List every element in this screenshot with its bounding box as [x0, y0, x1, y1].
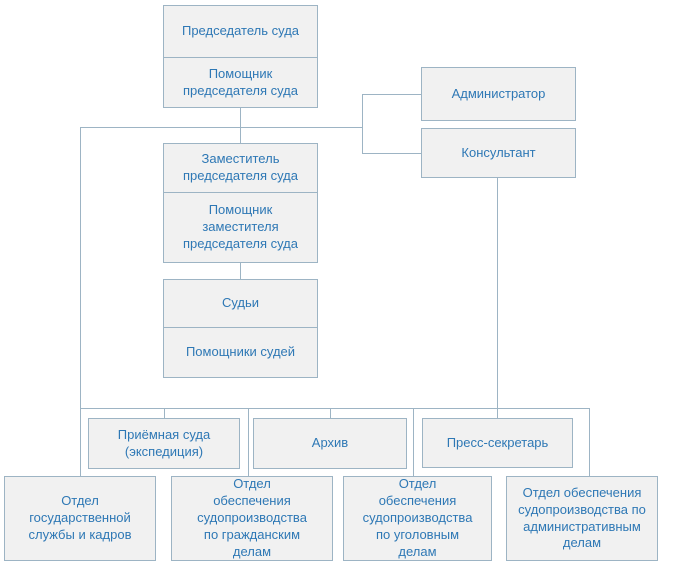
org-box-judges-assistants-label: Помощники судей [185, 344, 296, 360]
org-box-dept-admin-cases-label: Отдел обеспечения судопроизводства по ад… [518, 484, 646, 551]
org-box-dept-civil-service-hr-label: Отдел государственной службы и кадров [28, 493, 132, 542]
org-box-judges: Судьи [163, 279, 318, 328]
org-box-archive: Архив [253, 418, 407, 469]
connector-to-consultant [362, 153, 421, 154]
org-box-reception-label: Приёмная суда (экспедиция) [117, 426, 211, 459]
org-box-deputy-chairman-assistant-label: Помощник заместителя председателя суда [182, 202, 298, 251]
connector-archive-stub [330, 408, 331, 418]
org-box-dept-civil-cases: Отдел обеспечения судопроизводства по гр… [171, 476, 333, 561]
org-box-archive-label: Архив [311, 435, 349, 451]
org-box-dept-civil-service-hr: Отдел государственной службы и кадров [4, 476, 156, 561]
connector-consultant-to-press [497, 178, 498, 418]
connector-deputy-stub [240, 127, 241, 143]
connector-drop-admin-cases [589, 408, 590, 476]
connector-drop-criminal-cases [413, 408, 414, 476]
org-box-deputy-chairman-assistant: Помощник заместителя председателя суда [163, 192, 318, 263]
connector-judges-stub [240, 263, 241, 279]
connector-upper-bus [80, 127, 363, 128]
connector-left-spine [80, 127, 81, 476]
connector-chairman-assistant-down [240, 108, 241, 127]
org-box-chairman-assistant: Помощник председателя суда [163, 57, 318, 108]
connector-to-administrator [362, 94, 421, 95]
org-box-judges-assistants: Помощники судей [163, 327, 318, 378]
org-box-deputy-chairman-label: Заместитель председателя суда [182, 151, 298, 183]
org-box-reception: Приёмная суда (экспедиция) [88, 418, 240, 469]
org-box-chairman-label: Председатель суда [181, 23, 300, 39]
org-box-administrator-label: Администратор [451, 85, 546, 101]
connector-staff-fork [362, 94, 363, 154]
org-box-press-secretary: Пресс-секретарь [422, 418, 573, 468]
org-box-dept-criminal-cases: Отдел обеспечения судопроизводства по уг… [343, 476, 492, 561]
org-box-consultant-label: Консультант [461, 144, 536, 160]
org-box-chairman-assistant-label: Помощник председателя суда [182, 65, 298, 98]
org-box-deputy-chairman: Заместитель председателя суда [163, 143, 318, 193]
connector-lower-bus [80, 408, 590, 409]
org-box-dept-criminal-cases-label: Отдел обеспечения судопроизводства по уг… [362, 476, 473, 559]
org-box-judges-label: Судьи [221, 295, 260, 311]
org-box-consultant: Консультант [421, 128, 576, 178]
org-box-dept-civil-cases-label: Отдел обеспечения судопроизводства по гр… [197, 476, 307, 559]
org-box-press-secretary-label: Пресс-секретарь [446, 434, 549, 450]
org-box-dept-admin-cases: Отдел обеспечения судопроизводства по ад… [506, 476, 658, 561]
connector-reception-stub [164, 408, 165, 418]
org-box-administrator: Администратор [421, 67, 576, 121]
connector-drop-civil-cases [248, 408, 249, 476]
org-box-chairman: Председатель суда [163, 5, 318, 58]
